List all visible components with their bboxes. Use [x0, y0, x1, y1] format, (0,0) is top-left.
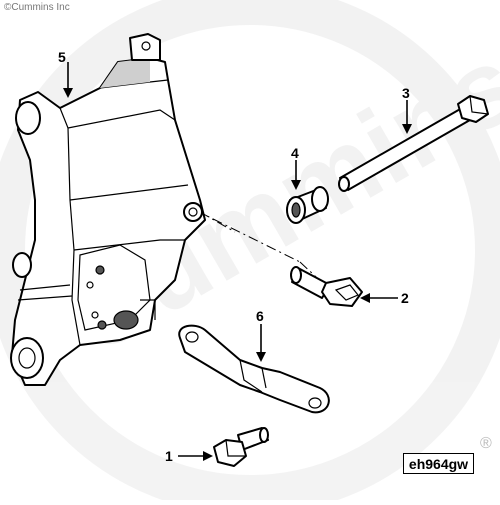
part-1-bolt [213, 427, 269, 467]
callout-6: 6 [256, 308, 264, 324]
part-3-long-bolt [338, 95, 489, 192]
callout-1: 1 [165, 448, 173, 464]
part-5-mounting-bracket [10, 33, 206, 386]
part-6-link-bar [178, 324, 330, 414]
registered-mark: ® [480, 435, 492, 452]
figure-reference-code: eh964gw [403, 453, 474, 474]
leader-lines [63, 62, 412, 461]
copyright-notice: ©Cummins Inc [4, 2, 70, 13]
callout-4: 4 [291, 145, 299, 161]
callout-5: 5 [58, 49, 66, 65]
part-4-bushing [286, 186, 329, 224]
part-2-short-bolt [290, 266, 363, 307]
callout-2: 2 [401, 290, 409, 306]
axis-line-bracket [199, 211, 236, 233]
callout-3: 3 [402, 85, 410, 101]
